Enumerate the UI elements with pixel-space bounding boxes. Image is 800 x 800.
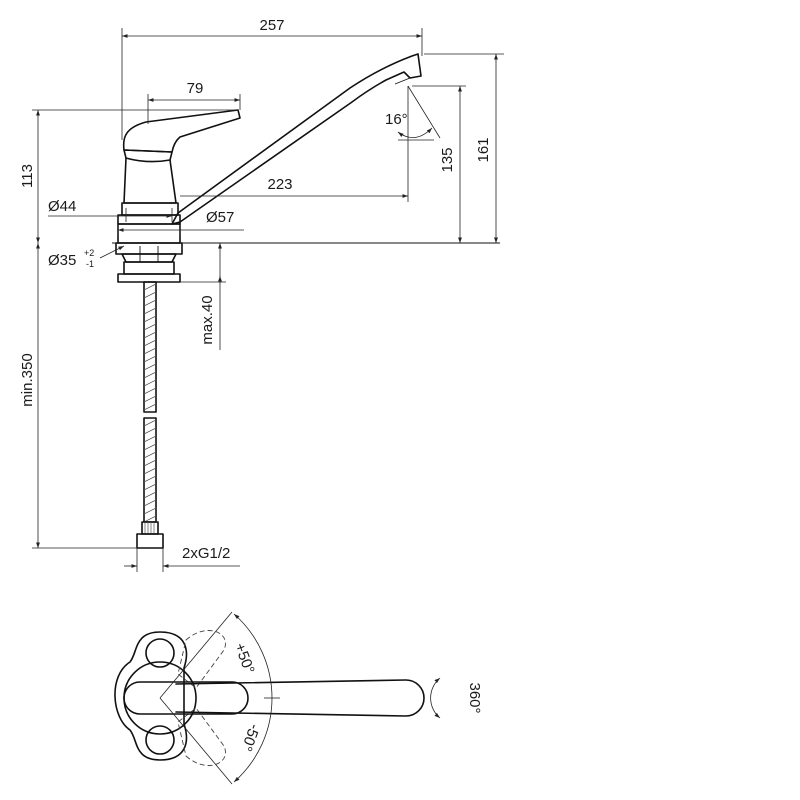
- dim-hose-length: min.350: [19, 353, 36, 406]
- dim-spout-angle: 16°: [385, 111, 408, 128]
- base-ring: [121, 202, 179, 216]
- dim-deck-thickness: max.40: [199, 295, 216, 344]
- dim-hole-diameter: Ø35: [48, 252, 76, 269]
- dim-spout-reach: 223: [267, 176, 292, 193]
- dim-body-height: 113: [19, 164, 36, 188]
- dimensions: 257 79 113 135 161 223 16° Ø44: [19, 17, 504, 572]
- faucet-body: [123, 157, 177, 204]
- dim-overall-length: 257: [259, 17, 284, 34]
- dim-hole-tol-plus: +2: [84, 248, 94, 258]
- dim-body-diameter: Ø44: [48, 198, 76, 215]
- plan-view: +50° -50° 360°: [114, 611, 483, 785]
- spout: [171, 53, 422, 225]
- lever-swing-up: +50°: [231, 641, 258, 676]
- dim-connection: 2xG1/2: [182, 545, 230, 562]
- side-elevation: [112, 53, 500, 549]
- dim-spout-outlet-height: 135: [439, 147, 456, 172]
- mount-hole-bottom: [145, 725, 175, 755]
- hose-nut: [136, 533, 164, 549]
- lever-plan: [123, 681, 249, 715]
- base-plate: [114, 631, 188, 761]
- lever-swing-down: -50°: [238, 722, 263, 754]
- spout-rotation: 360°: [466, 682, 483, 713]
- mounting-flange: [115, 242, 183, 255]
- dim-hole-tol-minus: -1: [86, 259, 94, 269]
- lever-handle: [122, 109, 241, 153]
- mount-hole-top: [145, 638, 175, 668]
- spout-plan: [175, 679, 425, 717]
- dim-lever-length: 79: [187, 80, 204, 97]
- dim-base-diameter: Ø57: [206, 209, 234, 226]
- flexible-hose: [143, 281, 157, 523]
- dim-overall-height: 161: [475, 137, 492, 162]
- hose-crimp: [141, 521, 159, 535]
